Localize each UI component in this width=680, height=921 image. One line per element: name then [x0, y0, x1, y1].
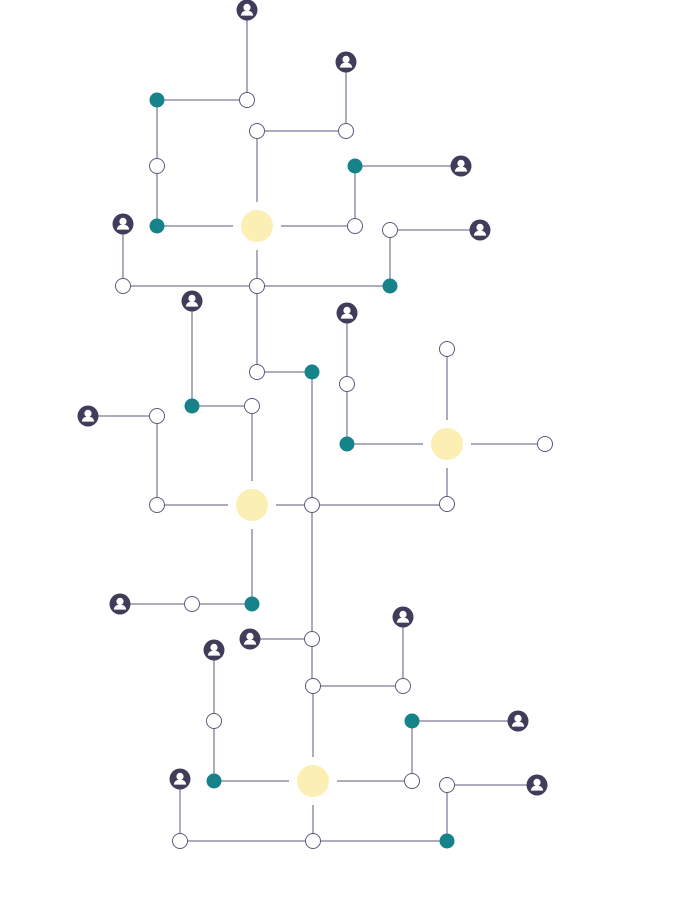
filled-node	[149, 218, 165, 234]
user-icon-body	[454, 166, 468, 172]
user-icon-head	[116, 597, 124, 605]
user-icon	[77, 405, 99, 427]
user-icon-head	[343, 306, 351, 314]
filled-node	[304, 364, 320, 380]
empty-node	[395, 678, 411, 694]
user-icon	[109, 593, 131, 615]
filled-node	[439, 833, 455, 849]
edges	[88, 10, 545, 842]
user-icon	[526, 774, 548, 796]
empty-node	[244, 398, 260, 414]
empty-node	[304, 631, 320, 647]
user-icon-head	[399, 610, 407, 618]
empty-node	[338, 123, 354, 139]
user-icons	[77, 0, 548, 796]
user-icon	[239, 628, 261, 650]
user-icon-head	[188, 294, 196, 302]
empty-node	[305, 678, 321, 694]
filled-node	[244, 596, 260, 612]
user-icon-head	[476, 223, 484, 231]
empty-node	[149, 497, 165, 513]
user-icon	[507, 710, 529, 732]
user-icon-head	[84, 409, 92, 417]
filled-node	[347, 158, 363, 174]
user-icon-body	[340, 313, 354, 319]
user-icon-head	[457, 159, 465, 167]
empty-node	[172, 833, 188, 849]
empty-node	[304, 497, 320, 513]
empty-node	[239, 92, 255, 108]
empty-node	[305, 833, 321, 849]
user-icon	[112, 213, 134, 235]
filled-node	[149, 92, 165, 108]
user-icon	[336, 302, 358, 324]
hub-node	[236, 489, 268, 521]
user-icon	[450, 155, 472, 177]
user-icon	[469, 219, 491, 241]
nodes	[115, 92, 553, 849]
user-icon-head	[246, 632, 254, 640]
hubs	[228, 202, 471, 805]
user-icon-head	[533, 778, 541, 786]
user-icon-body	[530, 785, 544, 791]
user-icon-head	[243, 3, 251, 11]
filled-node	[206, 773, 222, 789]
empty-node	[115, 278, 131, 294]
user-icon	[181, 290, 203, 312]
user-icon-head	[210, 643, 218, 651]
user-icon-body	[240, 10, 254, 16]
empty-node	[249, 123, 265, 139]
user-icon-body	[511, 721, 525, 727]
user-icon	[203, 639, 225, 661]
user-icon-body	[473, 230, 487, 236]
user-icon-body	[173, 779, 187, 785]
empty-node	[347, 218, 363, 234]
user-icon	[392, 606, 414, 628]
empty-node	[149, 408, 165, 424]
user-icon-body	[243, 639, 257, 645]
empty-node	[439, 777, 455, 793]
filled-node	[339, 436, 355, 452]
user-icon-body	[81, 416, 95, 422]
user-icon-body	[396, 617, 410, 623]
user-icon-body	[113, 604, 127, 610]
user-icon	[236, 0, 258, 21]
empty-node	[149, 158, 165, 174]
hub-node	[241, 210, 273, 242]
user-icon-head	[119, 217, 127, 225]
user-icon-body	[207, 650, 221, 656]
empty-node	[206, 713, 222, 729]
hub-node	[297, 765, 329, 797]
user-icon-body	[116, 224, 130, 230]
empty-node	[439, 496, 455, 512]
filled-node	[382, 278, 398, 294]
filled-node	[404, 713, 420, 729]
empty-node	[439, 341, 455, 357]
user-icon-body	[185, 301, 199, 307]
empty-node	[184, 596, 200, 612]
user-icon-head	[342, 55, 350, 63]
empty-node	[249, 278, 265, 294]
user-icon	[335, 51, 357, 73]
empty-node	[339, 376, 355, 392]
filled-node	[184, 398, 200, 414]
user-icon-body	[339, 62, 353, 68]
user-icon-head	[176, 772, 184, 780]
empty-node	[404, 773, 420, 789]
empty-node	[382, 222, 398, 238]
hub-node	[431, 428, 463, 460]
empty-node	[537, 436, 553, 452]
user-icon	[169, 768, 191, 790]
empty-node	[249, 364, 265, 380]
user-icon-head	[514, 714, 522, 722]
